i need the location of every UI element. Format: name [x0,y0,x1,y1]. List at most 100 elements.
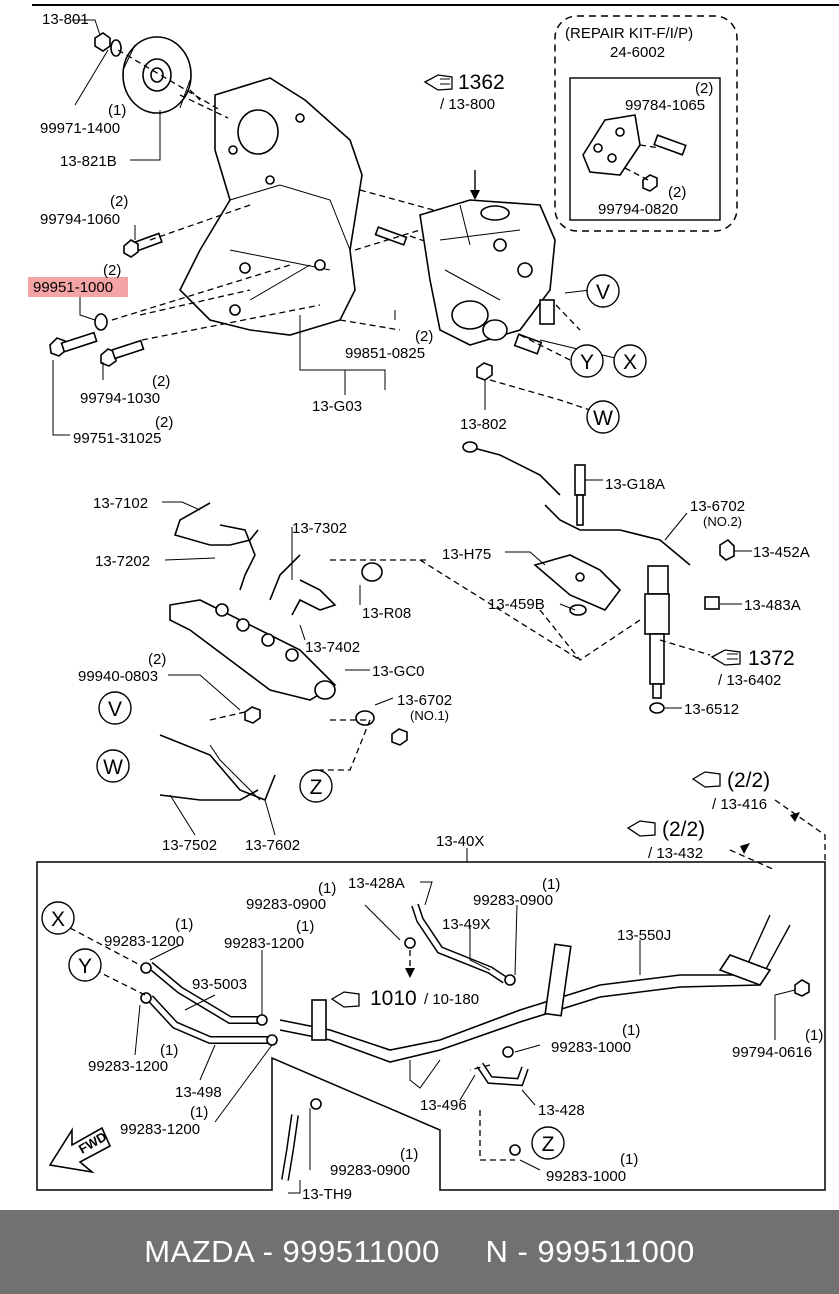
label-99851-0825: 99851-0825 [345,345,425,362]
label-13-7102: 13-7102 [93,495,148,512]
qty-99751-31025: (2) [155,414,173,431]
label-99283-1200-d: 99283-1200 [120,1121,200,1138]
hand-pointer-icon [626,820,656,837]
footer-spacer [440,1234,486,1270]
label-13-7602: 13-7602 [245,837,300,854]
label-99751-31025: 99751-31025 [73,430,161,447]
footer-n-part: N - 999511000 [485,1234,695,1269]
label-13-GC0: 13-GC0 [372,663,425,680]
bolt-99794-1030 [100,339,145,367]
label-99283-0900-a: 99283-0900 [246,896,326,913]
qty-99971-1400: (1) [108,102,126,119]
qty-99794-1030: (2) [152,373,170,390]
label-99794-1060: 99794-1060 [40,211,120,228]
hand-pointer-icon [330,991,360,1008]
label-13-416: / 13-416 [712,796,767,813]
svg-text:V: V [108,698,122,721]
qty-99283-1000-a: (1) [622,1022,640,1039]
fuel-pipes [279,943,761,1089]
qty-99283-1200-b: (1) [296,918,314,935]
label-no2: (NO.2) [703,514,742,529]
label-99794-0616: 99794-0616 [732,1044,812,1061]
qty-99283-0900-b: (1) [542,876,560,893]
bolt-99751-31025 [49,331,98,357]
qty-99283-1200-a: (1) [175,916,193,933]
label-99283-1200-a: 99283-1200 [104,933,184,950]
qty-99851-0825: (2) [415,328,433,345]
callout-w-top: W [586,400,620,434]
hose-clips [140,937,521,1156]
label-13-6402: / 13-6402 [718,672,781,689]
label-13-7202: 13-7202 [95,553,150,570]
label-13-802: 13-802 [460,416,507,433]
hand-pointer-icon [691,771,721,788]
injection-pipes [173,502,337,616]
bolt-99794-1060 [123,232,163,258]
label-13-7502: 13-7502 [162,837,217,854]
label-99784-1065: 99784-1065 [625,97,705,114]
label-no1: (NO.1) [410,708,449,723]
label-13-G03: 13-G03 [312,398,362,415]
label-13-6702-no1: 13-6702 [397,692,452,709]
pressure-sensor-13-R08 [361,562,383,582]
label-13-452A: 13-452A [753,544,810,561]
label-13-G18A: 13-G18A [605,476,665,493]
bracket-13-H75 [533,554,622,616]
label-13-459B: 13-459B [488,596,545,613]
label-99283-1200-b: 99283-1200 [224,935,304,952]
label-13-7402: 13-7402 [305,639,360,656]
washer-99951-1000 [94,313,108,331]
label-99940-0803: 99940-0803 [78,668,158,685]
ref-1010: 1010 [370,987,417,1010]
repair-kit-title: (REPAIR KIT-F/I/P) [565,25,693,42]
nut-13-802 [476,362,493,381]
part-number-footer: MAZDA - 999511000 N - 999511000 [0,1210,839,1294]
svg-text:Z: Z [310,776,323,799]
label-13-40X: 13-40X [436,833,484,850]
stud-99851-0825 [374,226,408,246]
callout-z-mid: Z [299,769,333,803]
label-13-49X: 13-49X [442,916,490,933]
parts-diagram: FWD V Y [28,4,839,1203]
label-93-5003: 93-5003 [192,976,247,993]
callout-v-top: V [586,274,620,308]
callout-x-low: X [41,901,75,935]
label-13-6702-no2: 13-6702 [690,498,745,515]
label-13-821B: 13-821B [60,153,117,170]
svg-text:Y: Y [580,351,594,374]
label-99794-0820: 99794-0820 [598,201,678,218]
label-99283-0900-c: 99283-0900 [330,1162,410,1179]
label-13-432: / 13-432 [648,845,703,862]
repair-kit-number: 24-6002 [610,44,665,61]
qty-99283-0900-c: (1) [400,1146,418,1163]
label-10-180: / 10-180 [424,991,479,1008]
qty-99951-1000: (2) [103,262,121,279]
label-99283-0900-b: 99283-0900 [473,892,553,909]
label-13-6512: 13-6512 [684,701,739,718]
label-13-H75: 13-H75 [442,546,491,563]
qty-99940-0803: (2) [148,651,166,668]
svg-text:Y: Y [78,955,92,978]
label-13-498: 13-498 [175,1084,222,1101]
label-13-550J: 13-550J [617,927,671,944]
parts-13-452A-483A [704,538,735,610]
svg-text:Z: Z [542,1133,555,1156]
label-99283-1000-a: 99283-1000 [551,1039,631,1056]
common-rail [169,599,337,701]
lower-box [36,861,826,1191]
callout-y-top: Y [570,344,604,378]
qty-99283-1200-c: (1) [160,1042,178,1059]
timing-pulley [122,36,192,114]
callout-z-low: Z [531,1126,565,1160]
label-13-801: 13-801 [42,11,89,28]
ref-1372: 1372 [748,647,795,670]
label-99951-1000: 99951-1000 [33,279,113,296]
label-99283-1200-c: 99283-1200 [88,1058,168,1075]
fuel-pipe-stubs [718,914,810,997]
svg-text:W: W [103,756,123,779]
nut-13-801 [94,32,111,52]
label-13-TH9: 13-TH9 [302,1186,352,1203]
qty-99794-0616: (1) [805,1027,823,1044]
label-13-428: 13-428 [538,1102,585,1119]
label-13-800: / 13-800 [440,96,495,113]
